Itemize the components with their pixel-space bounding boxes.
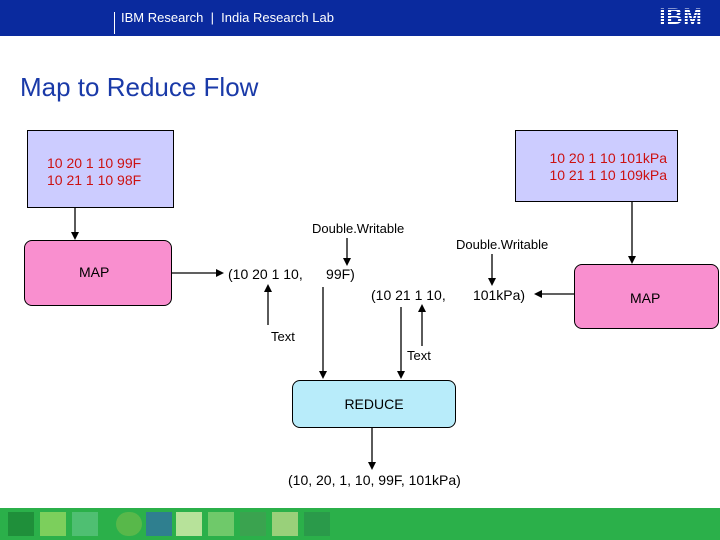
right-input-line-1: 10 20 1 10 101kPa <box>549 150 667 166</box>
right-key-value-pair: (10 21 1 10, 101kPa) <box>371 287 526 303</box>
text-right-label: Text <box>407 348 431 363</box>
right-map-label: MAP <box>630 290 661 306</box>
footer-tile <box>146 512 172 536</box>
reduce-label: REDUCE <box>344 396 404 412</box>
right-map-box: MAP <box>574 264 719 329</box>
footer-tile <box>240 512 266 536</box>
left-key-value-pair: (10 20 1 10, 99F) <box>228 266 355 282</box>
text-left-label: Text <box>271 329 295 344</box>
left-map-label: MAP <box>79 264 110 280</box>
left-input-line-2: 10 21 1 10 98F <box>47 172 142 188</box>
left-input-box: 10 20 1 10 99F 10 21 1 10 98F <box>27 130 174 208</box>
footer-tile <box>116 512 142 536</box>
output-tuple: (10, 20, 1, 10, 99F, 101kPa) <box>288 472 461 488</box>
left-input-line-1: 10 20 1 10 99F <box>47 155 142 171</box>
slide-title: Map to Reduce Flow <box>20 72 259 102</box>
ibm-logo: IBM <box>656 4 706 30</box>
footer-tile <box>176 512 202 536</box>
reduce-box: REDUCE <box>292 380 456 428</box>
left-map-box: MAP <box>24 240 172 306</box>
footer-strip <box>0 508 720 540</box>
footer-tile <box>40 512 66 536</box>
header-divider <box>114 12 115 34</box>
footer-tile <box>72 512 98 536</box>
footer-tile <box>208 512 234 536</box>
double-writable-left-label: Double.Writable <box>312 221 405 236</box>
footer-tile <box>272 512 298 536</box>
header-text: IBM Research | India Research Lab <box>121 10 334 25</box>
footer-tile <box>8 512 34 536</box>
double-writable-right-label: Double.Writable <box>456 237 549 252</box>
right-input-box: 10 20 1 10 101kPa 10 21 1 10 109kPa <box>515 130 678 202</box>
header-bar: IBM Research | India Research Lab IBM <box>0 0 720 36</box>
footer-tile <box>304 512 330 536</box>
right-input-line-2: 10 21 1 10 109kPa <box>549 167 667 183</box>
